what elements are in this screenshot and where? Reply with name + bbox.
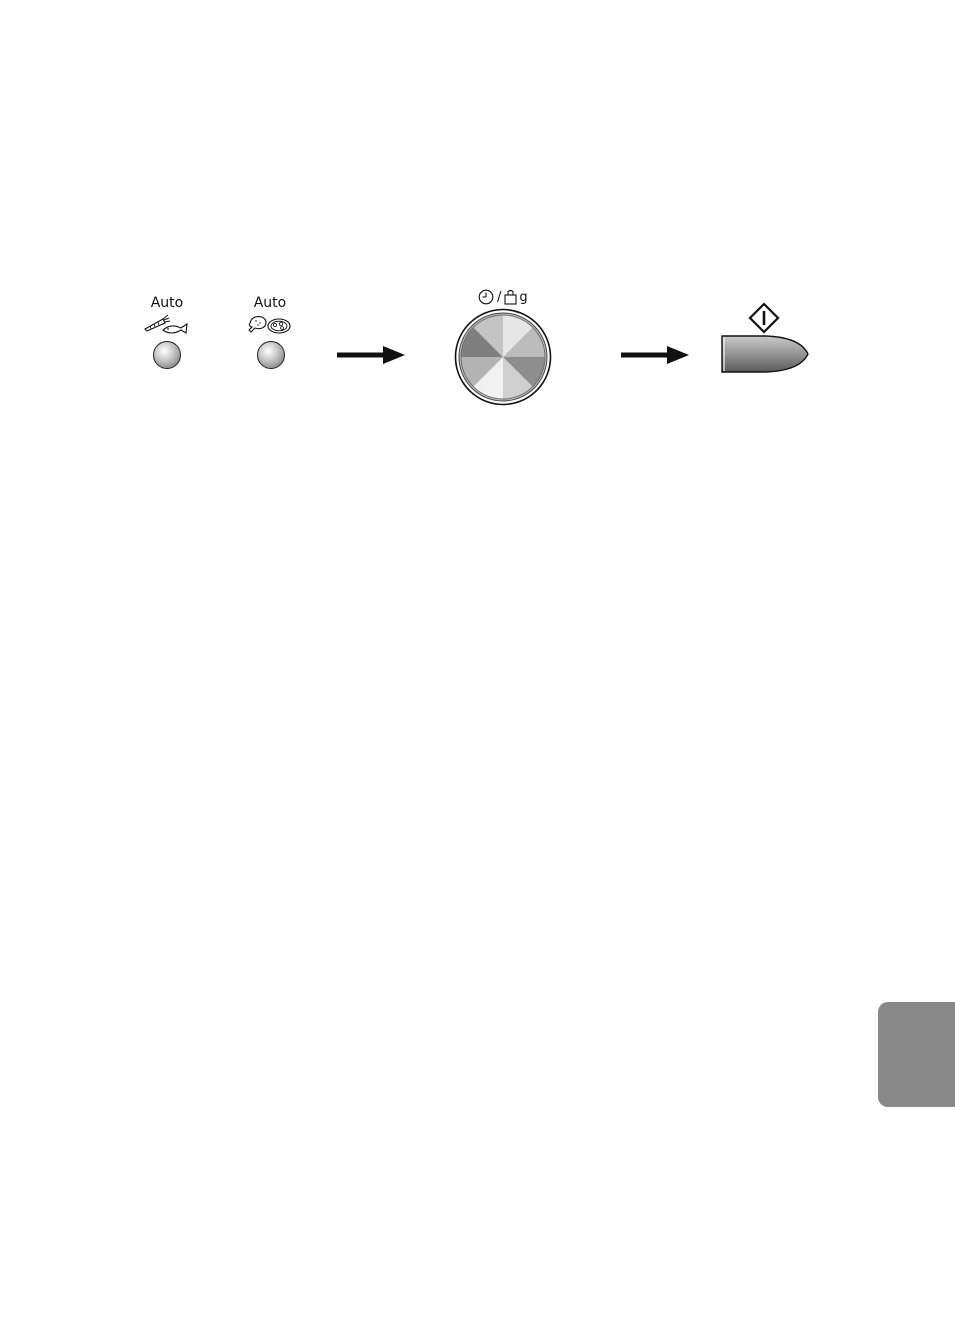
dial-unit: g bbox=[519, 290, 527, 305]
arrow-right-icon bbox=[337, 345, 407, 365]
auto-meat-pizza-button[interactable] bbox=[257, 341, 285, 369]
auto-label-1: Auto bbox=[137, 295, 197, 311]
start-button-graphic bbox=[720, 334, 810, 374]
time-weight-dial[interactable] bbox=[454, 308, 552, 410]
auto-vegetable-fish-button[interactable] bbox=[153, 341, 181, 369]
start-button[interactable] bbox=[720, 334, 810, 378]
chicken-pizza-icon bbox=[246, 313, 294, 335]
weight-icon bbox=[504, 289, 518, 305]
dial-separator: / bbox=[497, 290, 501, 305]
clock-icon bbox=[478, 289, 494, 305]
vegetable-fish-icon-group bbox=[141, 313, 191, 339]
dial-knob-graphic bbox=[454, 308, 552, 406]
arrow-right-icon bbox=[621, 345, 691, 365]
meat-pizza-icon-group bbox=[246, 313, 294, 339]
start-diamond-icon bbox=[748, 302, 780, 334]
auto-label-2: Auto bbox=[240, 295, 300, 311]
dial-label: / g bbox=[478, 289, 528, 305]
section-tab-marker bbox=[878, 1002, 955, 1107]
carrot-fish-icon bbox=[141, 313, 191, 335]
